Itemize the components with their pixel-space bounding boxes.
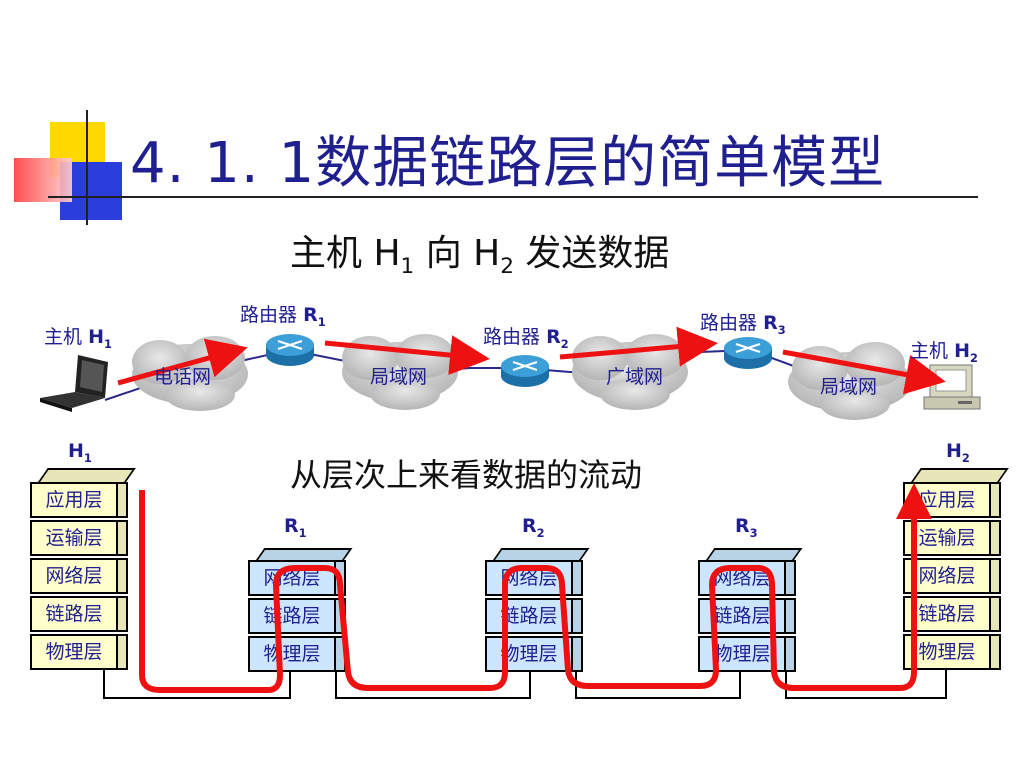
- layer-link: 链路层: [248, 598, 336, 634]
- stack-r3: 网络层 链路层 物理层: [698, 548, 803, 672]
- cloud-label: 广域网: [606, 366, 664, 388]
- cloud-lan-2: [788, 342, 912, 420]
- cloud-wan: [572, 334, 688, 410]
- cloud-lan-1: [342, 334, 458, 410]
- layer-link: 链路层: [698, 598, 786, 634]
- layer-application: 应用层: [30, 482, 118, 518]
- layer-link: 链路层: [485, 598, 573, 634]
- desktop-icon: [923, 364, 981, 410]
- layer-network: 网络层: [248, 560, 336, 596]
- stack-r3-name: R3: [735, 515, 758, 540]
- router-icon: [266, 334, 314, 366]
- layer-physical: 物理层: [698, 636, 786, 672]
- subtitle: 主机 H1 向 H2 发送数据: [290, 233, 670, 280]
- layer-network: 网络层: [698, 560, 786, 596]
- host2-label: 主机 H2: [910, 340, 978, 365]
- layer-physical: 物理层: [248, 636, 336, 672]
- router-icon: [724, 337, 772, 369]
- network-diagram: [40, 326, 981, 420]
- stack-r2: 网络层 链路层 物理层: [485, 548, 590, 672]
- stack-h2: 应用层 运输层 网络层 链路层 物理层: [903, 468, 1009, 670]
- laptop-icon: [40, 355, 108, 412]
- layer-network: 网络层: [903, 558, 991, 594]
- layer-physical: 物理层: [485, 636, 573, 672]
- layer-flow-title: 从层次上来看数据的流动: [290, 456, 643, 494]
- stack-h1: 应用层 运输层 网络层 链路层 物理层: [30, 468, 136, 670]
- layer-network: 网络层: [30, 558, 118, 594]
- router-icon: [501, 355, 549, 387]
- cloud-label: 电话网: [154, 366, 212, 388]
- host1-label: 主机 H1: [44, 326, 112, 351]
- layer-application: 应用层: [903, 482, 991, 518]
- stack-r1-name: R1: [284, 515, 307, 540]
- logo-decoration: [0, 100, 978, 230]
- layer-link: 链路层: [903, 596, 991, 632]
- stack-h1-name: H1: [68, 440, 92, 465]
- stack-r1: 网络层 链路层 物理层: [248, 548, 353, 672]
- router2-label: 路由器 R2: [483, 326, 569, 351]
- layer-physical: 物理层: [903, 634, 991, 670]
- cloud-label: 局域网: [370, 366, 428, 388]
- router1-label: 路由器 R1: [240, 304, 326, 329]
- page-title: 4. 1. 1数据链路层的简单模型: [130, 131, 886, 196]
- cloud-label: 局域网: [820, 376, 878, 398]
- stack-h2-name: H2: [946, 440, 970, 465]
- layer-physical: 物理层: [30, 634, 118, 670]
- layer-transport: 运输层: [903, 520, 991, 556]
- stack-r2-name: R2: [522, 515, 545, 540]
- layer-transport: 运输层: [30, 520, 118, 556]
- router3-label: 路由器 R3: [700, 312, 786, 337]
- layer-network: 网络层: [485, 560, 573, 596]
- layer-link: 链路层: [30, 596, 118, 632]
